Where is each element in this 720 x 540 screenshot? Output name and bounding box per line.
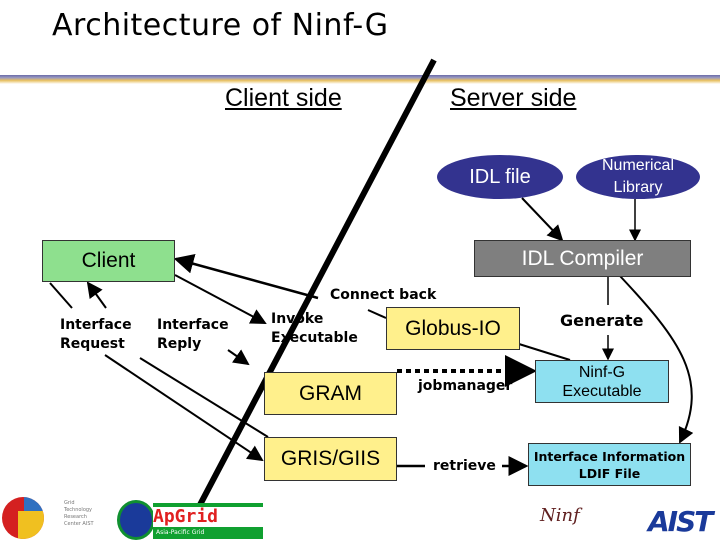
globus-io-node: Globus-IO: [386, 307, 520, 350]
jobmanager-label: jobmanager: [418, 378, 513, 394]
client-server-divider: [189, 58, 437, 522]
idl-file-node: IDL file: [437, 155, 563, 199]
label-line: Interface: [60, 317, 132, 333]
client-side-heading: Client side: [225, 84, 342, 112]
label-line: Request: [60, 336, 125, 352]
title-rule: [0, 75, 720, 84]
apgrid-subtitle: Asia-Pacific Grid: [153, 527, 263, 539]
iface-request-line: [49, 282, 73, 309]
ninf-logo: Ninf: [540, 505, 580, 526]
label-line: Invoke: [271, 311, 324, 327]
node-line: Executable: [562, 382, 642, 400]
node-line: Interface Information: [533, 448, 686, 464]
logo-shape: [24, 497, 44, 511]
globus-to-ninfg: [518, 343, 571, 361]
iface-reply-line: [86, 281, 107, 309]
gtrc-logo-text: Grid Technology Research Center AIST: [64, 500, 94, 527]
label-line: Executable: [271, 330, 358, 346]
idl-compiler-node: IDL Compiler: [474, 240, 691, 277]
server-side-heading: Server side: [450, 84, 577, 112]
connect-back-to-client: [173, 253, 319, 300]
gris-giis-node: GRIS/GIIS: [264, 437, 397, 481]
retrieve-label: retrieve: [433, 458, 496, 474]
connect-back-label: Connect back: [330, 287, 437, 303]
label-line: Reply: [157, 336, 202, 352]
generate-label: Generate: [560, 311, 644, 330]
slide-title: Architecture of Ninf-G: [52, 8, 389, 43]
idlfile-to-compiler: [521, 197, 564, 242]
globus-to-connect-back: [367, 309, 387, 319]
apgrid-globe-icon: [117, 500, 155, 540]
node-line: Ninf-G: [578, 363, 626, 381]
client-to-invoke: [174, 274, 267, 324]
logo-shape: [18, 511, 44, 539]
gtrc-logo: [2, 497, 44, 539]
compiler-to-iface-info: [619, 275, 694, 444]
label-line: Interface: [157, 317, 229, 333]
apgrid-logo: ApGrid: [153, 503, 263, 529]
gram-node: GRAM: [264, 372, 397, 415]
iface-request-to-gris: [104, 354, 264, 462]
invoke-to-gram: [227, 349, 250, 366]
numerical-library-node: Numerical Library: [576, 155, 700, 199]
node-line: LDIF File: [578, 465, 641, 481]
aist-logo: AIST: [648, 505, 713, 538]
gris-to-iface-reply: [139, 357, 269, 438]
client-node: Client: [42, 240, 175, 282]
